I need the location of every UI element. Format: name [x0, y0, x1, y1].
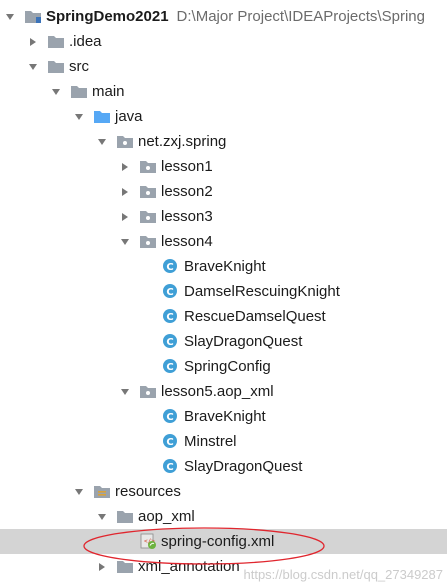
tree-item-label: resources	[115, 483, 181, 500]
tree-item-label: spring-config.xml	[161, 533, 275, 550]
svg-text:C: C	[166, 437, 173, 448]
tree-item-label: .idea	[69, 33, 102, 50]
chevron-down-icon[interactable]	[96, 510, 108, 522]
package-icon	[139, 183, 157, 199]
tree-row-braveknight[interactable]: C BraveKnight	[0, 254, 447, 279]
source-folder-icon	[93, 108, 111, 124]
chevron-right-icon[interactable]	[119, 160, 131, 172]
tree-row-resources[interactable]: resources	[0, 479, 447, 504]
tree-item-label: DamselRescuingKnight	[184, 283, 340, 300]
chevron-down-icon[interactable]	[4, 10, 16, 22]
package-icon	[139, 208, 157, 224]
tree-row-src[interactable]: src	[0, 54, 447, 79]
tree-item-label: lesson4	[161, 233, 213, 250]
tree-row-main[interactable]: main	[0, 79, 447, 104]
svg-text:C: C	[166, 287, 173, 298]
chevron-down-icon[interactable]	[119, 385, 131, 397]
tree-item-label: SlayDragonQuest	[184, 333, 303, 350]
chevron-down-icon[interactable]	[119, 235, 131, 247]
folder-icon	[70, 83, 88, 99]
tree-item-label: lesson3	[161, 208, 213, 225]
tree-item-label: RescueDamselQuest	[184, 308, 326, 325]
tree-item-label: Minstrel	[184, 433, 237, 450]
chevron-down-icon[interactable]	[96, 135, 108, 147]
svg-text:C: C	[166, 362, 173, 373]
chevron-right-icon[interactable]	[27, 35, 39, 47]
tree-item-label: BraveKnight	[184, 408, 266, 425]
tree-row-damselrescuingknight[interactable]: C DamselRescuingKnight	[0, 279, 447, 304]
chevron-down-icon[interactable]	[73, 110, 85, 122]
tree-item-label: java	[115, 108, 143, 125]
watermark: https://blog.csdn.net/qq_27349287	[243, 567, 444, 582]
tree-row-java[interactable]: java	[0, 104, 447, 129]
class-icon: C	[162, 258, 180, 274]
class-icon: C	[162, 333, 180, 349]
tree-item-label: SlayDragonQuest	[184, 458, 303, 475]
package-icon	[139, 383, 157, 399]
resources-folder-icon	[93, 483, 111, 499]
tree-item-label: net.zxj.spring	[138, 133, 227, 150]
tree-item-label: lesson5.aop_xml	[161, 383, 274, 400]
tree-row-lesson1[interactable]: lesson1	[0, 154, 447, 179]
project-path: D:\Major Project\IDEAProjects\Spring	[176, 8, 425, 25]
chevron-down-icon[interactable]	[27, 60, 39, 72]
tree-row-lesson3[interactable]: lesson3	[0, 204, 447, 229]
tree-item-label: main	[92, 83, 125, 100]
class-icon: C	[162, 358, 180, 374]
project-folder-icon	[24, 8, 42, 24]
tree-item-label: SpringConfig	[184, 358, 271, 375]
chevron-right-icon[interactable]	[96, 560, 108, 572]
tree-row-spring-config-xml[interactable]: </>spring-config.xml	[0, 529, 447, 554]
chevron-right-icon[interactable]	[119, 185, 131, 197]
class-icon: C	[162, 283, 180, 299]
svg-text:C: C	[166, 412, 173, 423]
package-icon	[116, 133, 134, 149]
tree-row-slaydragonquest[interactable]: C SlayDragonQuest	[0, 329, 447, 354]
class-icon: C	[162, 458, 180, 474]
chevron-down-icon[interactable]	[73, 485, 85, 497]
tree-row-minstrel[interactable]: C Minstrel	[0, 429, 447, 454]
svg-text:C: C	[166, 462, 173, 473]
package-icon	[139, 158, 157, 174]
class-icon: C	[162, 408, 180, 424]
svg-text:C: C	[166, 312, 173, 323]
chevron-right-icon[interactable]	[119, 210, 131, 222]
tree-row-aop-xml[interactable]: aop_xml	[0, 504, 447, 529]
tree-item-label: src	[69, 58, 89, 75]
tree-row-lesson2[interactable]: lesson2	[0, 179, 447, 204]
svg-text:C: C	[166, 262, 173, 273]
tree-row-rescuedamselquest[interactable]: C RescueDamselQuest	[0, 304, 447, 329]
tree-item-label: BraveKnight	[184, 258, 266, 275]
tree-row-lesson5-aop-xml[interactable]: lesson5.aop_xml	[0, 379, 447, 404]
folder-icon	[116, 558, 134, 574]
tree-row-springconfig[interactable]: C SpringConfig	[0, 354, 447, 379]
folder-icon	[47, 33, 65, 49]
tree-row-lesson4[interactable]: lesson4	[0, 229, 447, 254]
class-icon: C	[162, 308, 180, 324]
spring-xml-icon: </>	[139, 533, 157, 549]
tree-row-slaydragonquest[interactable]: C SlayDragonQuest	[0, 454, 447, 479]
folder-icon	[47, 58, 65, 74]
package-icon	[139, 233, 157, 249]
tree-item-label: xml_annotation	[138, 558, 240, 575]
tree-row-braveknight[interactable]: C BraveKnight	[0, 404, 447, 429]
tree-item-label: lesson2	[161, 183, 213, 200]
class-icon: C	[162, 433, 180, 449]
tree-row-idea[interactable]: .idea	[0, 29, 447, 54]
tree-item-label: aop_xml	[138, 508, 195, 525]
folder-icon	[116, 508, 134, 524]
tree-row-net-zxj-spring[interactable]: net.zxj.spring	[0, 129, 447, 154]
svg-text:C: C	[166, 337, 173, 348]
chevron-down-icon[interactable]	[50, 85, 62, 97]
tree-item-label: lesson1	[161, 158, 213, 175]
